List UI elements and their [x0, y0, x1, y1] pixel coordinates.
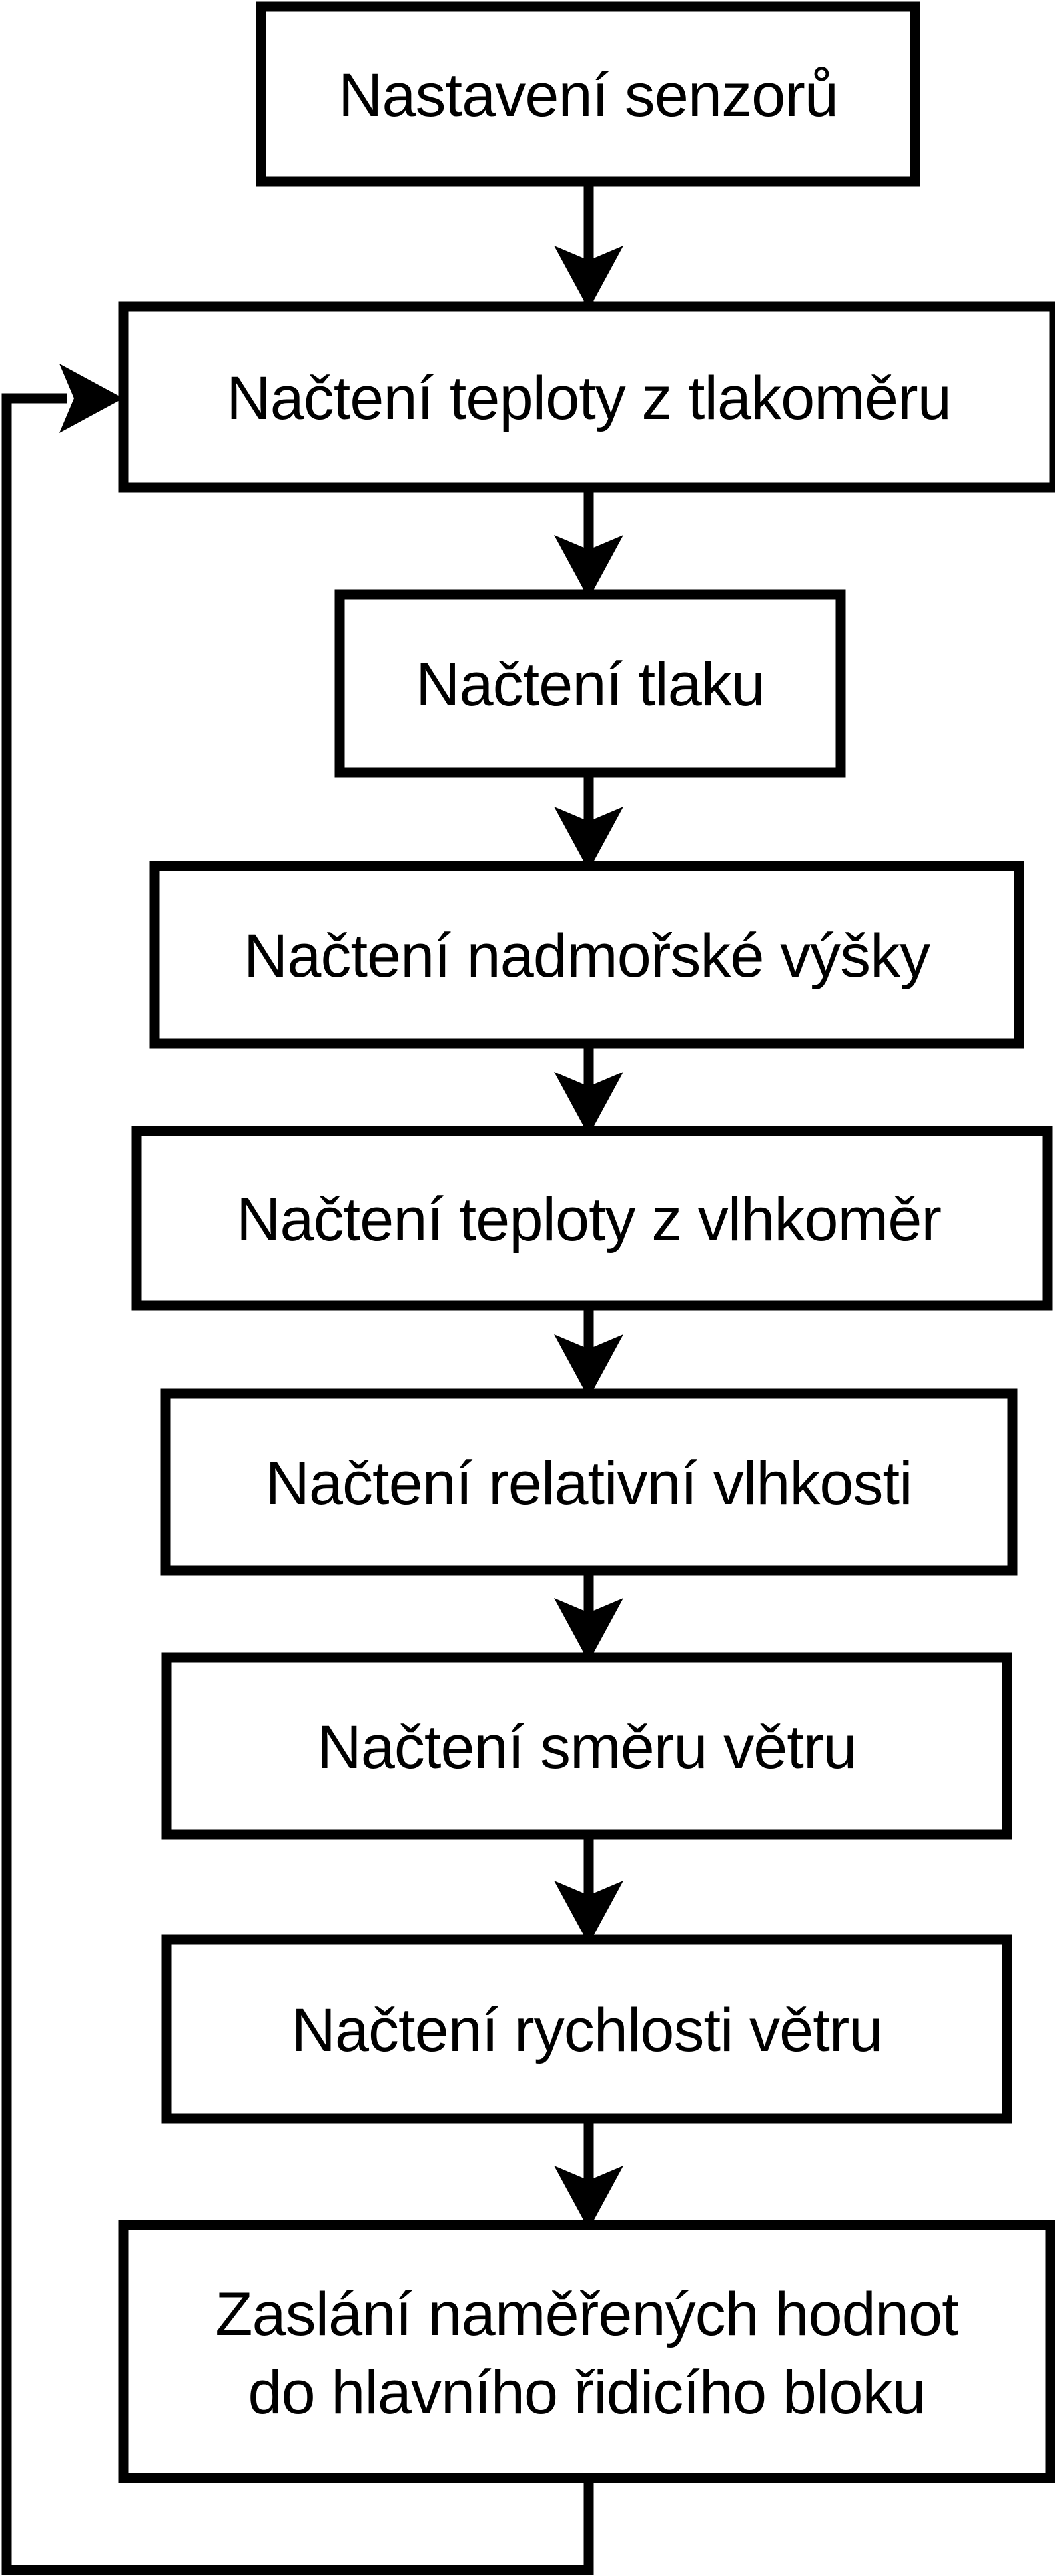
loop-arrowhead [59, 364, 123, 433]
flow-node-read-altitude: Načtení nadmořské výšky [149, 861, 1024, 1049]
arrowhead [554, 246, 623, 310]
arrow-4 [554, 1039, 623, 1136]
loop-edge [1, 364, 594, 2575]
process-label: Načtení teploty z vlhkoměr [236, 1186, 941, 1254]
process-label-line-2: do hlavního řidicího bloku [248, 2359, 925, 2427]
process-label-line-1: Zaslání naměřených hodnot [215, 2280, 958, 2348]
arrow-5 [554, 1302, 623, 1398]
flow-node-read-relative-humidity: Načtení relativní vlhkosti [160, 1388, 1018, 1576]
process-box [161, 1934, 1012, 2124]
process-box [118, 2220, 1055, 2483]
loop-line [1, 393, 594, 2575]
process-label: Načtení relativní vlhkosti [265, 1450, 912, 1517]
process-label: Načtení tlaku [416, 651, 765, 719]
process-box [118, 301, 1055, 493]
process-label: Načtení teploty z tlakoměru [226, 364, 951, 432]
flow-node-read-temperature-from-barometer: Načtení teploty z tlakoměru [118, 301, 1055, 493]
flow-node-read-pressure: Načtení tlaku [334, 589, 846, 778]
flow-node-send-measured-values: Zaslání naměřených hodnot do hlavního ři… [118, 2220, 1055, 2483]
arrow-3 [554, 769, 623, 871]
arrow-7 [554, 1831, 623, 1944]
arrowhead [554, 807, 623, 871]
process-box [160, 1388, 1018, 1576]
arrow-2 [554, 484, 623, 599]
process-box [149, 861, 1024, 1049]
arrowhead [554, 535, 623, 599]
arrowhead [554, 1334, 623, 1398]
arrow-8 [554, 2114, 623, 2230]
flow-node-sensor-setup: Nastavení senzorů [256, 1, 920, 187]
arrowhead [554, 2166, 623, 2230]
process-box [334, 589, 846, 778]
process-box [256, 1, 920, 187]
flow-node-read-wind-speed: Načtení rychlosti větru [161, 1934, 1012, 2124]
arrowhead [554, 1881, 623, 1944]
process-label: Načtení směru větru [317, 1713, 856, 1781]
arrow-1 [554, 177, 623, 310]
flow-node-read-temperature-from-hygrometer: Načtení teploty z vlhkoměr [131, 1126, 1053, 1311]
flow-node-read-wind-direction: Načtení směru větru [161, 1652, 1012, 1840]
process-box [161, 1652, 1012, 1840]
arrowhead [554, 1598, 623, 1662]
process-box [131, 1126, 1053, 1311]
arrowhead [554, 1072, 623, 1136]
process-label: Načtení rychlosti větru [291, 1996, 882, 2064]
arrow-6 [554, 1567, 623, 1662]
process-label: Načtení nadmořské výšky [244, 922, 930, 990]
process-label: Nastavení senzorů [338, 61, 838, 129]
